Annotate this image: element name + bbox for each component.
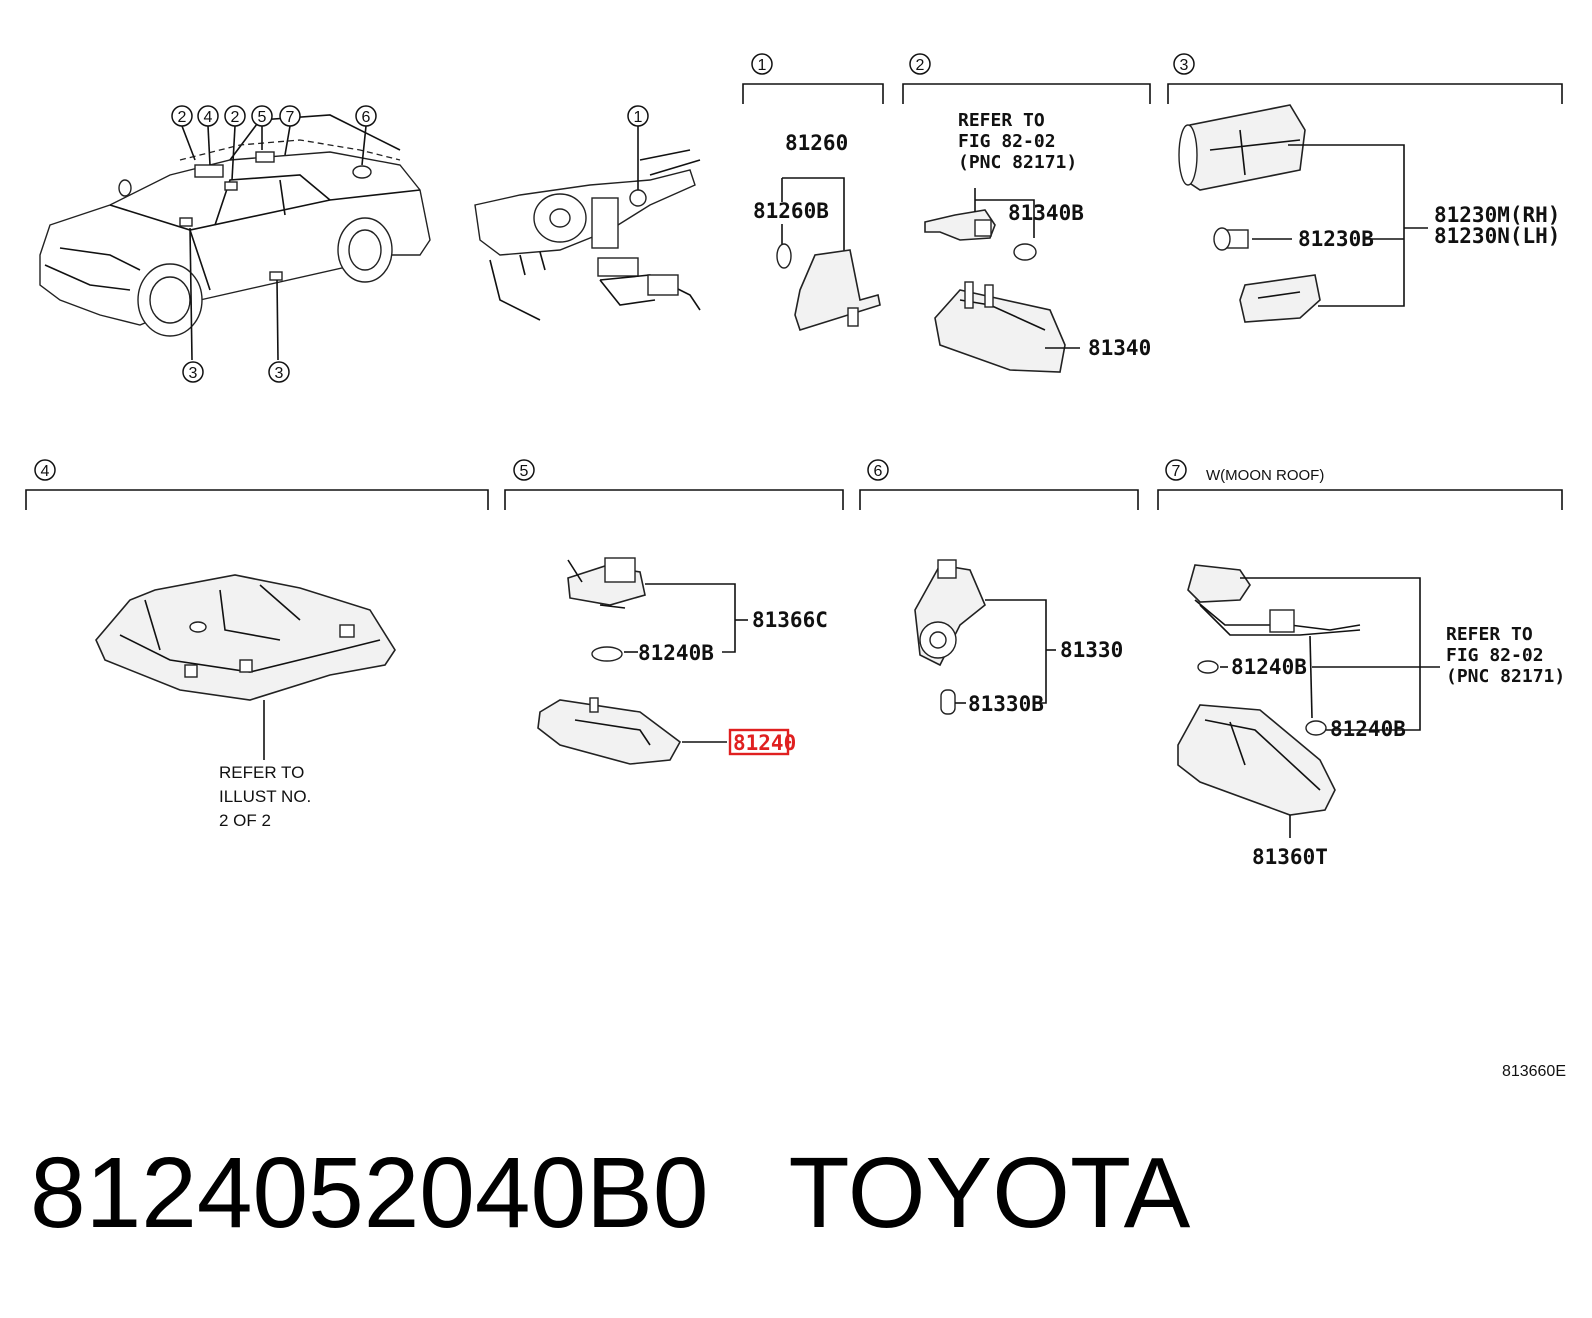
section-3-parts xyxy=(1178,104,1428,323)
section-2-note-line-3: (PNC 82171) xyxy=(958,152,1077,173)
svg-text:4: 4 xyxy=(41,463,50,480)
dashboard-illustration xyxy=(474,125,701,321)
svg-text:3: 3 xyxy=(189,365,198,382)
part-label-81340[interactable]: 81340 xyxy=(1088,336,1151,360)
svg-text:6: 6 xyxy=(362,109,371,126)
section-2-note-line-1: REFER TO xyxy=(958,110,1045,131)
section-7-condition: W(MOON ROOF) xyxy=(1206,467,1324,484)
part-label-81240-highlighted[interactable]: 81240 xyxy=(733,731,796,755)
svg-text:2: 2 xyxy=(916,57,925,74)
svg-text:1: 1 xyxy=(634,109,643,126)
part-label-81240b-section-7-lower[interactable]: 81240B xyxy=(1330,717,1406,741)
svg-text:5: 5 xyxy=(520,463,529,480)
section-2-parts xyxy=(924,188,1080,373)
illustration-code: 813660E xyxy=(1502,1063,1566,1080)
section-1-parts xyxy=(776,177,881,331)
part-label-81360t[interactable]: 81360T xyxy=(1252,845,1328,869)
dashboard-callout: 1 xyxy=(627,105,649,127)
svg-text:4: 4 xyxy=(204,109,213,126)
svg-text:6: 6 xyxy=(874,463,883,480)
svg-text:3: 3 xyxy=(275,365,284,382)
highlight-box-81240 xyxy=(728,728,790,756)
part-label-81330[interactable]: 81330 xyxy=(1060,638,1123,662)
part-label-81230b[interactable]: 81230B xyxy=(1298,227,1374,251)
svg-text:3: 3 xyxy=(1180,57,1189,74)
part-label-81240b-section-7-upper[interactable]: 81240B xyxy=(1231,655,1307,679)
svg-text:2: 2 xyxy=(178,109,187,126)
section-4-note-line-2: ILLUST NO. xyxy=(219,787,311,806)
section-4-parts xyxy=(95,574,396,760)
part-label-81240b-section-5[interactable]: 81240B xyxy=(638,641,714,665)
section-7-parts xyxy=(1177,564,1440,838)
footer-part-number: 8124052040B0 xyxy=(30,1137,709,1249)
section-4-note-line-1: REFER TO xyxy=(219,763,304,782)
part-label-81230n-lh[interactable]: 81230N(LH) xyxy=(1434,224,1560,248)
footer-title: 8124052040B0 TOYOTA xyxy=(30,1138,1190,1248)
section-7-note-line-3: (PNC 82171) xyxy=(1446,666,1565,687)
part-label-81366c[interactable]: 81366C xyxy=(752,608,828,632)
footer-brand: TOYOTA xyxy=(788,1137,1191,1249)
part-label-81260[interactable]: 81260 xyxy=(785,131,848,155)
car-overview-illustration xyxy=(39,114,431,361)
section-5-parts xyxy=(537,557,748,765)
section-4-note-line-3: 2 OF 2 xyxy=(219,811,271,830)
section-7-note-line-2: FIG 82-02 xyxy=(1446,645,1544,666)
section-6-parts xyxy=(914,559,1056,715)
part-label-81230m-rh[interactable]: 81230M(RH) xyxy=(1434,203,1560,227)
section-7-note-line-1: REFER TO xyxy=(1446,624,1533,645)
section-2-note-line-2: FIG 82-02 xyxy=(958,131,1056,152)
svg-text:7: 7 xyxy=(286,109,295,126)
section-headers: 1 2 3 4 5 6 7 xyxy=(25,53,1563,510)
part-label-81340b[interactable]: 81340B xyxy=(1008,201,1084,225)
svg-text:1: 1 xyxy=(758,57,767,74)
car-callout-circles: 2 4 2 5 7 6 3 3 xyxy=(171,105,377,383)
svg-text:7: 7 xyxy=(1172,463,1181,480)
part-label-81330b[interactable]: 81330B xyxy=(968,692,1044,716)
svg-text:2: 2 xyxy=(231,109,240,126)
part-label-81260b[interactable]: 81260B xyxy=(753,199,829,223)
svg-text:5: 5 xyxy=(258,109,267,126)
